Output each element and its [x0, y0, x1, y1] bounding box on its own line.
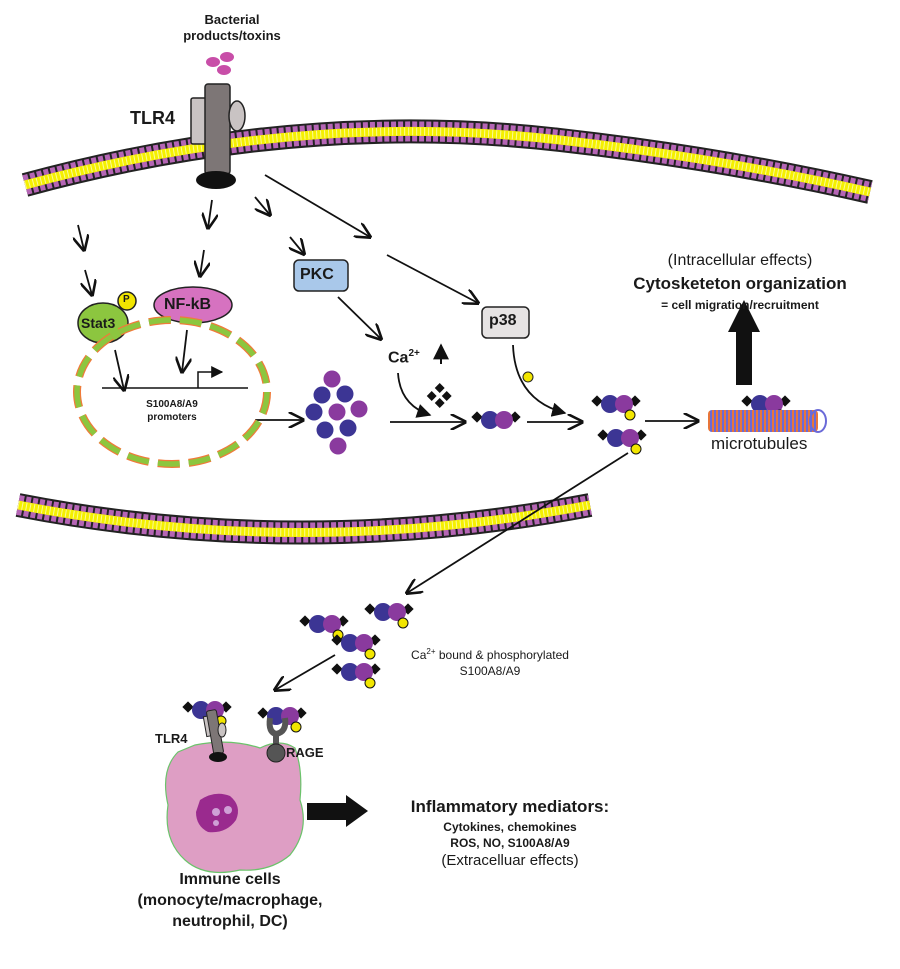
s100a8-subunit [607, 429, 625, 447]
s100-monomer [336, 385, 354, 403]
calcium-ion [182, 701, 194, 713]
s100-monomer [350, 400, 368, 418]
calcium-ion [257, 707, 269, 719]
s100a8-subunit [481, 411, 499, 429]
cytoskeleton-subtitle: = cell migration/recruitment [661, 298, 819, 312]
immune-cells-line3: neutrophil, DC) [172, 913, 288, 930]
calcium-text: Ca [388, 349, 409, 367]
s100a8-a9-dimer [299, 615, 349, 641]
s100-monomer [323, 370, 341, 388]
s100a8-subunit [309, 615, 327, 633]
tlr4-receptor-top [190, 83, 246, 189]
rage-receptor [266, 717, 289, 763]
s100a9-subunit [765, 395, 783, 413]
calcium-ion [299, 615, 311, 627]
s100a8-subunit [751, 395, 769, 413]
plasma-membrane-bottom [15, 493, 593, 545]
secreted-label-suffix: bound & phosphorylated [435, 648, 569, 662]
phospho-icon [397, 617, 409, 629]
tlr4-receptor-cell [202, 709, 227, 762]
calcium-ion [597, 429, 609, 441]
s100-monomer [305, 403, 323, 421]
calcium-ion [741, 395, 753, 407]
nfkb-label: NF-kB [164, 296, 212, 313]
microtubules-label: microtubules [711, 434, 808, 453]
s100a8-a9-monomers [305, 370, 368, 455]
phospho-icon [630, 443, 642, 455]
s100a9-subunit [355, 663, 373, 681]
s100a8-subunit [601, 395, 619, 413]
phospho-icon [624, 409, 636, 421]
s100a8-subunit [374, 603, 392, 621]
mediators-line2: ROS, NO, S100A8/A9 [450, 836, 570, 850]
s100a8-subunit [192, 701, 210, 719]
calcium-ion [471, 411, 483, 423]
s100a8-a9-dimer [471, 411, 521, 429]
s100a8-subunit [341, 634, 359, 652]
phospho-icon [290, 721, 302, 733]
big-up-arrow [728, 300, 760, 385]
secreted-s100-label: Ca2+ bound & phosphorylated S100A8/A9 [400, 644, 580, 679]
s100a8-a9-dimer [591, 395, 641, 421]
ca-text: Ca [411, 648, 427, 662]
s100-monomer [316, 421, 334, 439]
s100a9-subunit [621, 429, 639, 447]
s100a9-subunit [495, 411, 513, 429]
rage-label: RAGE [286, 745, 324, 760]
calcium-label: Ca2+ [388, 348, 420, 367]
p38-label: p38 [489, 312, 517, 329]
phospho-p38-icon [522, 371, 534, 383]
s100a9-subunit [388, 603, 406, 621]
nucleus [73, 316, 271, 468]
stimulus-label: Bacterial products/toxins [183, 12, 281, 43]
s100a8-a9-dimer [364, 603, 414, 629]
cytoskeleton-title: Cytosketeton organization [633, 274, 847, 293]
s100a9-subunit [615, 395, 633, 413]
p38-node [481, 306, 530, 339]
toxin-particles [206, 52, 234, 75]
promoters-label: S100A8/A9 promoters [146, 399, 198, 423]
immune-cells-line2: (monocyte/macrophage, [137, 892, 323, 909]
calcium-ion [591, 395, 603, 407]
stat3-label: Stat3 [81, 315, 116, 331]
s100-monomer [339, 419, 357, 437]
plasma-membrane-top [21, 119, 873, 204]
ca-superscript: 2+ [426, 647, 436, 656]
calcium-superscript: 2+ [408, 348, 420, 359]
s100-monomer [329, 437, 347, 455]
s100a8-a9-dimer [331, 663, 381, 689]
big-right-arrow [307, 795, 368, 827]
microtubule [708, 409, 827, 433]
signal-arrows [78, 174, 698, 690]
secreted-label-line2: S100A8/A9 [459, 664, 521, 678]
s100a8-subunit [341, 663, 359, 681]
tlr4-top-label: TLR4 [130, 108, 175, 128]
stat3-node [77, 291, 137, 344]
mediators-line1: Cytokines, chemokines [443, 820, 577, 834]
pkc-node [293, 259, 349, 292]
s100a9-subunit [355, 634, 373, 652]
s100-monomer [313, 386, 331, 404]
stat3-phospho-label: P [123, 294, 130, 305]
intracellular-header: (Intracellular effects) [667, 252, 813, 269]
mediators-line3: (Extracelluar effects) [441, 852, 579, 869]
phospho-icon [364, 677, 376, 689]
calcium-ion [331, 634, 343, 646]
immune-cell [165, 741, 304, 873]
calcium-ion [364, 603, 376, 615]
s100a8-a9-dimer [331, 634, 381, 660]
s100-monomer [328, 403, 346, 421]
tlr4-cell-label: TLR4 [155, 731, 188, 746]
immune-cells-title: Immune cells [179, 871, 281, 888]
calcium-ions [426, 383, 452, 408]
phospho-icon [364, 648, 376, 660]
pkc-label: PKC [300, 266, 334, 283]
secreted-label-line1: Ca2+ bound & phosphorylated [400, 644, 580, 663]
s100-dimers [182, 395, 791, 733]
s100a9-subunit [323, 615, 341, 633]
s100a8-a9-dimer [597, 429, 647, 455]
mediators-title: Inflammatory mediators: [410, 797, 610, 816]
calcium-ion [331, 663, 343, 675]
